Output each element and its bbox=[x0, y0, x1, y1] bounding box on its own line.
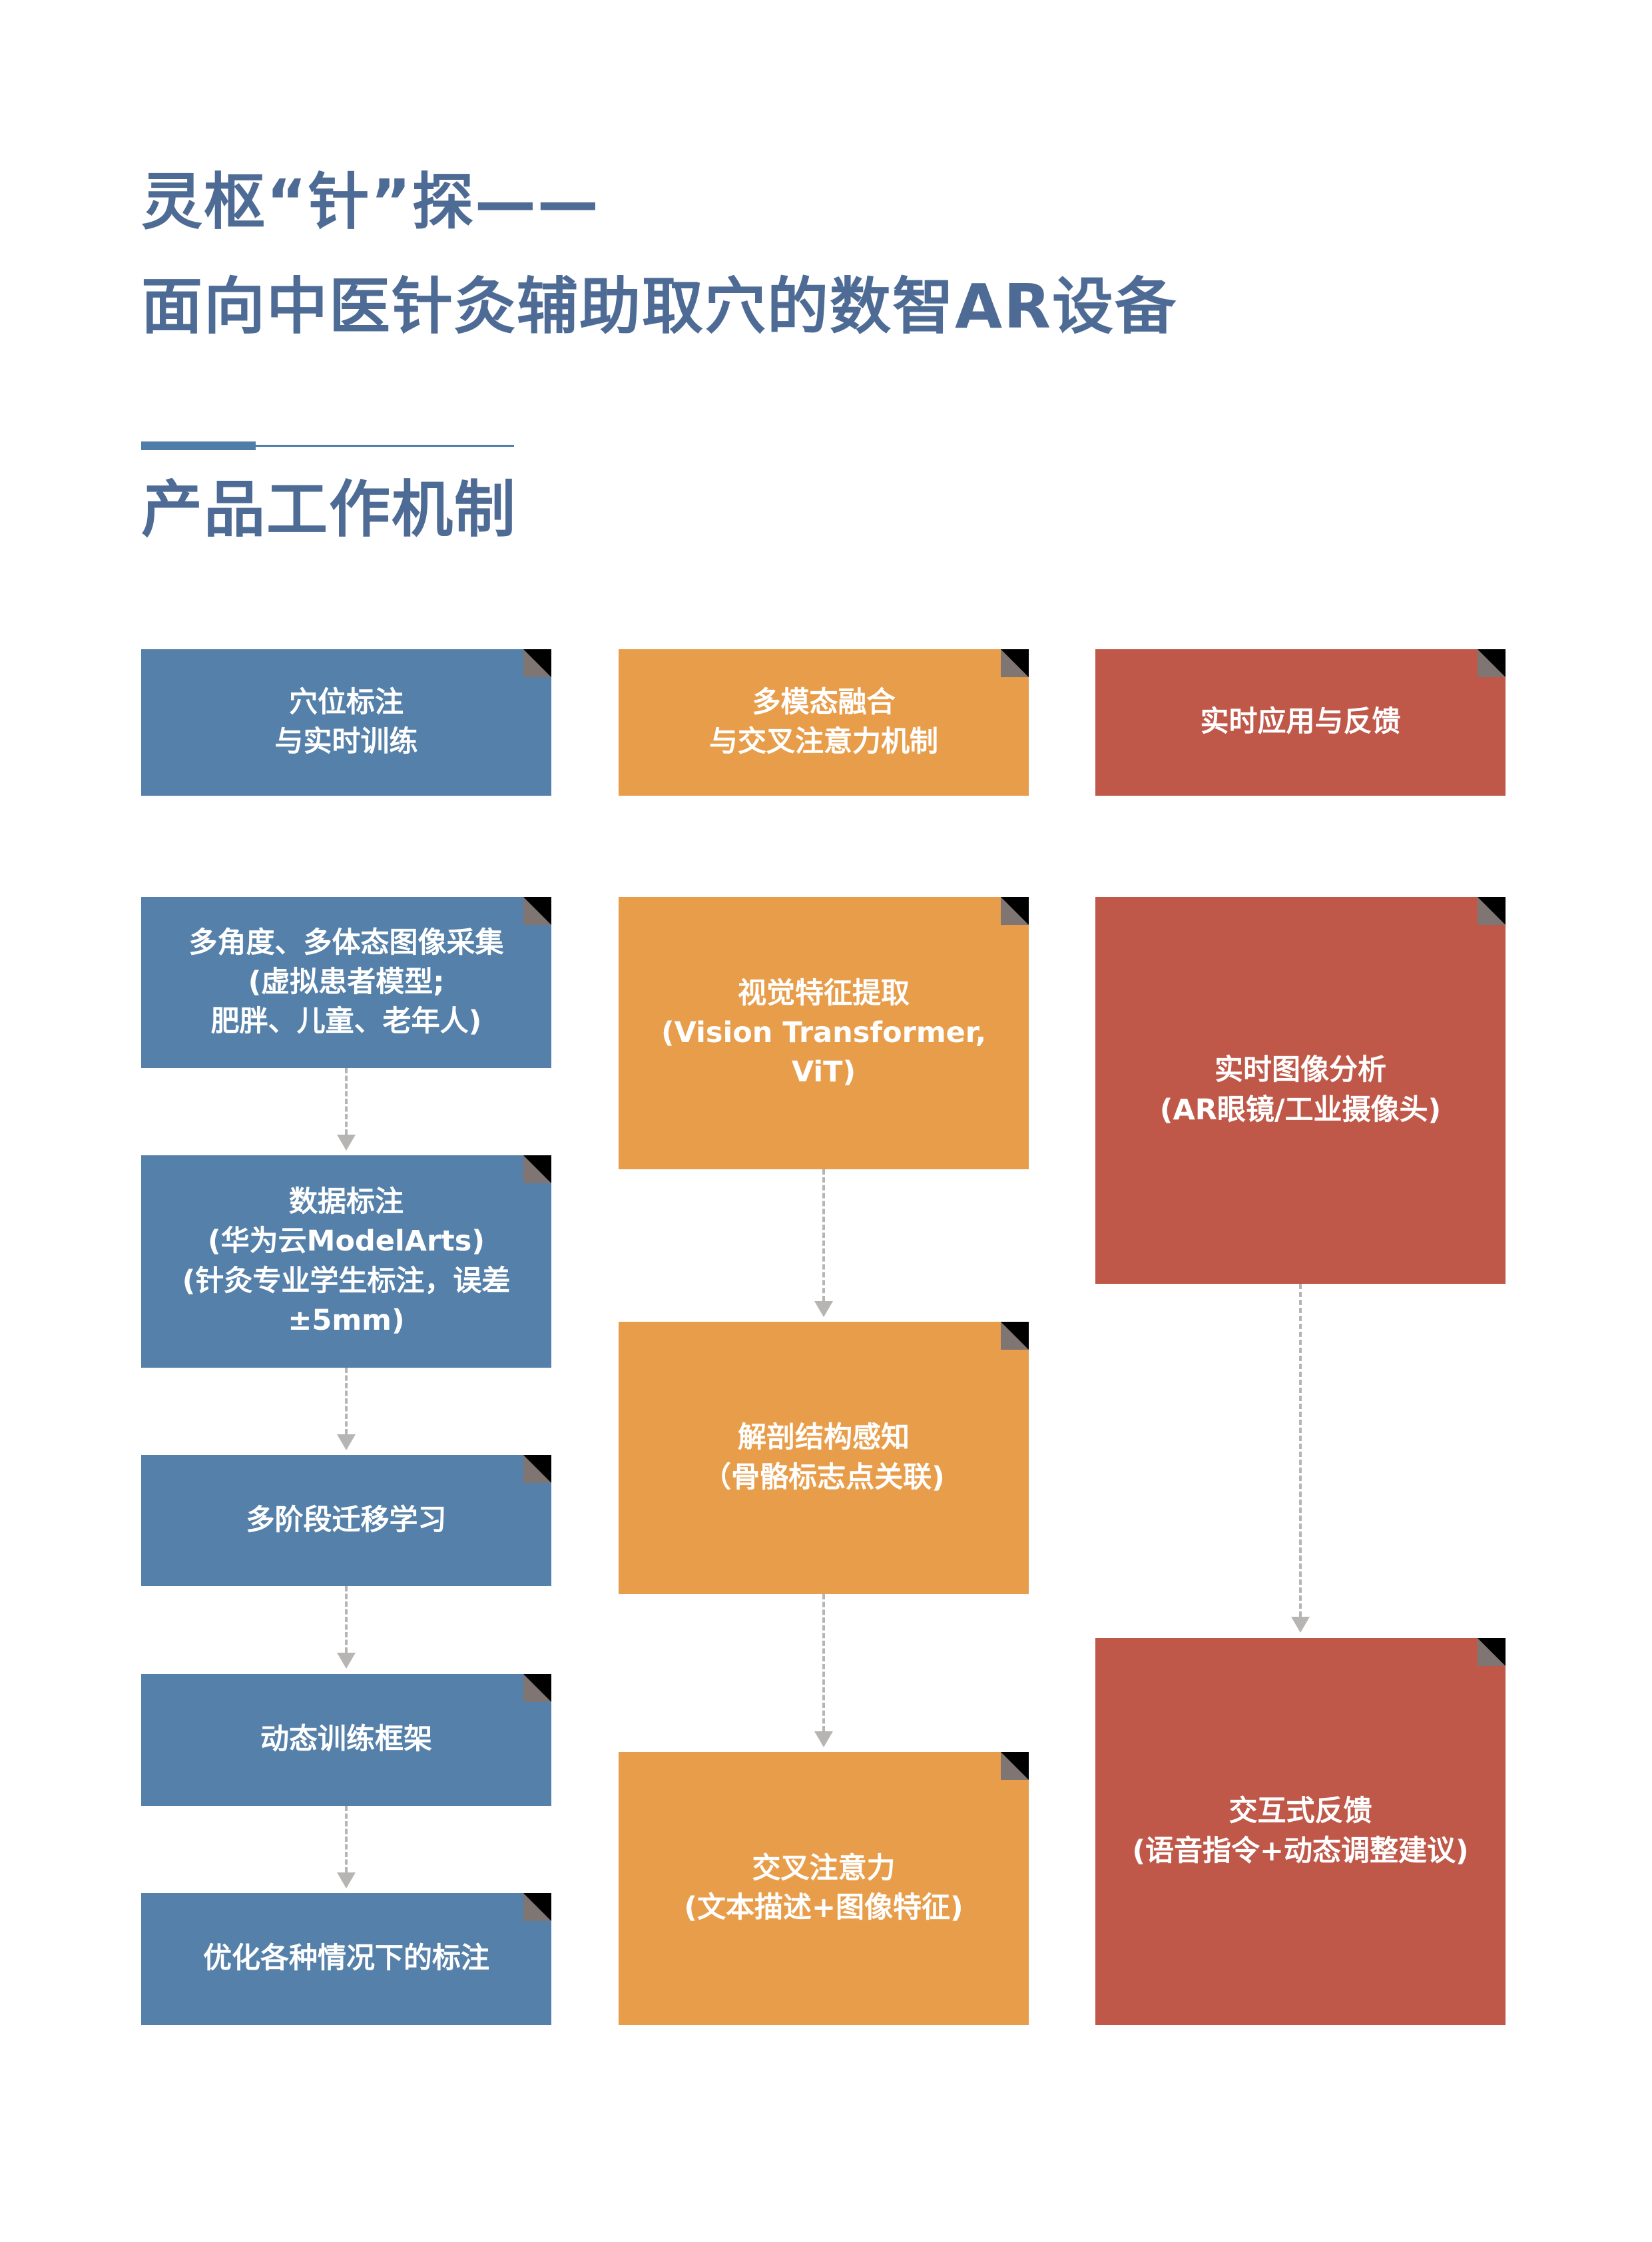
main-title-line1: 灵枢“针”探—— bbox=[141, 166, 600, 238]
box-realtime-header: 实时应用与反馈 bbox=[1095, 649, 1506, 796]
flow-arrow-line bbox=[1299, 1284, 1302, 1617]
flow-arrow-head bbox=[337, 1872, 356, 1888]
box-label: 交互式反馈 (语音指令+动态调整建议) bbox=[1132, 1795, 1469, 1868]
section-divider-accent bbox=[141, 441, 256, 450]
flow-arrow-line bbox=[345, 1368, 348, 1434]
box-label: 交叉注意力 (文本描述+图像特征) bbox=[684, 1851, 964, 1924]
box-label: 多模态融合 与交叉注意力机制 bbox=[709, 685, 938, 758]
folded-corner bbox=[523, 1155, 551, 1183]
box-label: 视觉特征提取 (Vision Transformer, ViT) bbox=[661, 976, 987, 1089]
section-title: 产品工作机制 bbox=[141, 474, 517, 545]
flow-arrow-head bbox=[814, 1301, 833, 1317]
folded-corner bbox=[1478, 1638, 1506, 1666]
box-optimize-annotation: 优化各种情况下的标注 bbox=[141, 1893, 551, 2025]
box-label: 优化各种情况下的标注 bbox=[203, 1942, 489, 1976]
box-anatomy-perception: 解剖结构感知 （骨骼标志点关联) bbox=[619, 1322, 1029, 1594]
box-label: 多阶段迁移学习 bbox=[246, 1503, 447, 1537]
box-transfer-learning: 多阶段迁移学习 bbox=[141, 1455, 551, 1586]
box-label: 动态训练框架 bbox=[260, 1723, 432, 1757]
folded-corner bbox=[523, 1674, 551, 1702]
folded-corner bbox=[1001, 1322, 1029, 1350]
folded-corner bbox=[523, 1455, 551, 1483]
flow-arrow-line bbox=[822, 1169, 825, 1301]
folded-corner bbox=[523, 1893, 551, 1921]
box-label: 解剖结构感知 （骨骼标志点关联) bbox=[702, 1421, 945, 1494]
flow-arrow-head bbox=[337, 1135, 356, 1151]
flow-arrow-line bbox=[345, 1586, 348, 1653]
folded-corner bbox=[523, 897, 551, 925]
main-title-line2: 面向中医针灸辅助取穴的数智AR设备 bbox=[141, 271, 1178, 342]
box-label: 实时图像分析 (AR眼镜/工业摄像头) bbox=[1159, 1053, 1442, 1127]
box-label: 数据标注 (华为云ModelArts) (针灸专业学生标注，误差 ±5mm) bbox=[182, 1185, 511, 1337]
folded-corner bbox=[1001, 649, 1029, 677]
folded-corner bbox=[1001, 897, 1029, 925]
box-label: 实时应用与反馈 bbox=[1200, 705, 1401, 739]
box-image-collection: 多角度、多体态图像采集 (虚拟患者模型; 肥胖、儿童、老年人) bbox=[141, 897, 551, 1068]
box-interactive-feedback: 交互式反馈 (语音指令+动态调整建议) bbox=[1095, 1638, 1506, 2025]
folded-corner bbox=[1478, 897, 1506, 925]
folded-corner bbox=[1001, 1752, 1029, 1780]
box-cross-attention: 交叉注意力 (文本描述+图像特征) bbox=[619, 1752, 1029, 2025]
flow-arrow-head bbox=[1291, 1617, 1310, 1633]
flow-arrow-line bbox=[822, 1594, 825, 1731]
flow-arrow-head bbox=[814, 1731, 833, 1747]
box-multimodal-header: 多模态融合 与交叉注意力机制 bbox=[619, 649, 1029, 796]
folded-corner bbox=[523, 649, 551, 677]
box-realtime-analysis: 实时图像分析 (AR眼镜/工业摄像头) bbox=[1095, 897, 1506, 1284]
box-label: 穴位标注 与实时训练 bbox=[274, 685, 418, 758]
box-label: 多角度、多体态图像采集 (虚拟患者模型; 肥胖、儿童、老年人) bbox=[188, 926, 504, 1039]
flow-arrow-line bbox=[345, 1806, 348, 1872]
folded-corner bbox=[1478, 649, 1506, 677]
box-data-annotation: 数据标注 (华为云ModelArts) (针灸专业学生标注，误差 ±5mm) bbox=[141, 1155, 551, 1368]
section-divider bbox=[141, 445, 514, 447]
flow-arrow-head bbox=[337, 1434, 356, 1450]
box-dynamic-training: 动态训练框架 bbox=[141, 1674, 551, 1806]
box-visual-feature: 视觉特征提取 (Vision Transformer, ViT) bbox=[619, 897, 1029, 1169]
box-acupoint-annotation-header: 穴位标注 与实时训练 bbox=[141, 649, 551, 796]
flow-arrow-head bbox=[337, 1653, 356, 1669]
flow-arrow-line bbox=[345, 1068, 348, 1135]
